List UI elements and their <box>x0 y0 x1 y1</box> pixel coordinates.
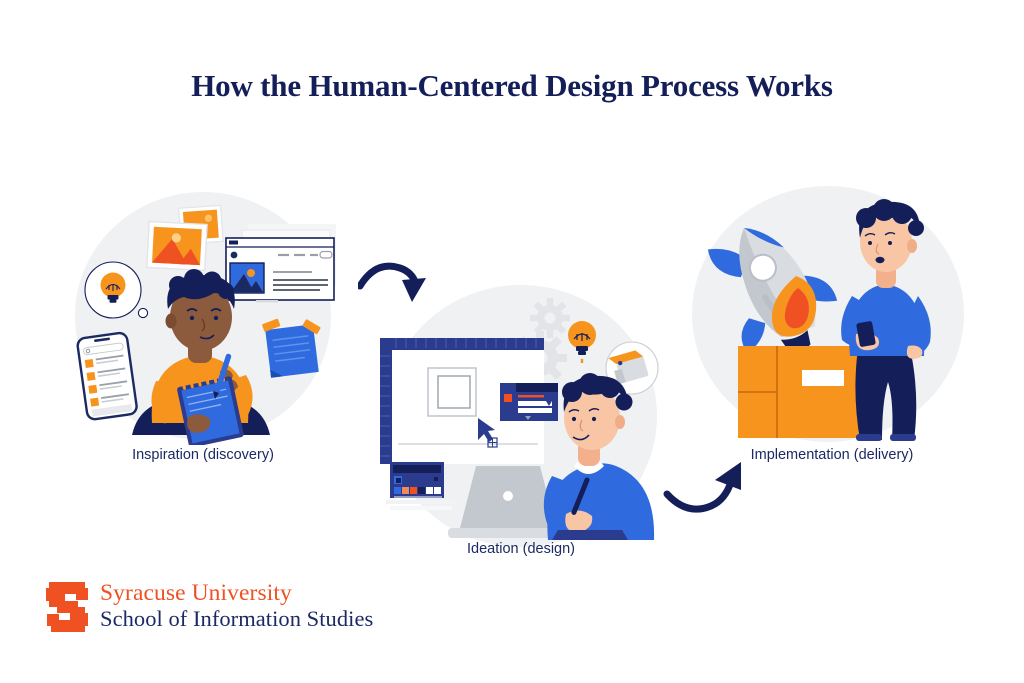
caption-ideation: Ideation (design) <box>466 541 575 557</box>
caption-inspiration: Inspiration (discovery) <box>132 447 274 463</box>
lightbulb-icon <box>100 272 126 303</box>
arrow-inspiration-to-ideation <box>358 262 426 302</box>
rocket-flame <box>771 276 817 337</box>
logo-school-name: School of Information Studies <box>100 606 374 632</box>
rocket-launch-delivery-illustration <box>707 199 931 441</box>
smartphone-list <box>76 331 138 421</box>
color-swatch-panel <box>390 462 444 498</box>
laptop <box>448 466 570 538</box>
syracuse-block-s-logo <box>46 582 88 632</box>
image-card-large <box>146 220 208 272</box>
phone-list-rows <box>84 354 129 407</box>
designer-person-with-stylus <box>543 373 655 540</box>
person-brainstorming-illustration <box>76 204 336 445</box>
caption-implementation: Implementation (delivery) <box>750 447 914 463</box>
sticky-note <box>262 318 321 378</box>
stylus <box>571 477 590 515</box>
logo-university-name: Syracuse University <box>100 580 292 606</box>
box-label <box>802 370 844 386</box>
arrow-ideation-to-implementation <box>663 462 741 513</box>
standing-person-with-phone <box>841 199 931 441</box>
swatch-row <box>394 487 441 494</box>
shipping-box-with-label <box>738 346 860 438</box>
logo-wordmark: Syracuse University School of Informatio… <box>100 580 373 632</box>
paint-roller-icon <box>608 350 649 385</box>
seated-person-with-notepad <box>132 269 270 445</box>
designer-at-laptop-illustration <box>380 298 659 540</box>
ui-panel-card <box>500 383 558 421</box>
lightbulb-icon <box>568 321 596 363</box>
syracuse-ischool-logo: Syracuse University School of Informatio… <box>45 580 373 632</box>
pen <box>213 353 232 399</box>
page-title: How the Human-Centered Design Process Wo… <box>191 68 833 103</box>
browser-window <box>225 237 335 303</box>
thought-bubble-lightbulb <box>84 261 149 319</box>
mouse-cursor <box>478 418 498 448</box>
